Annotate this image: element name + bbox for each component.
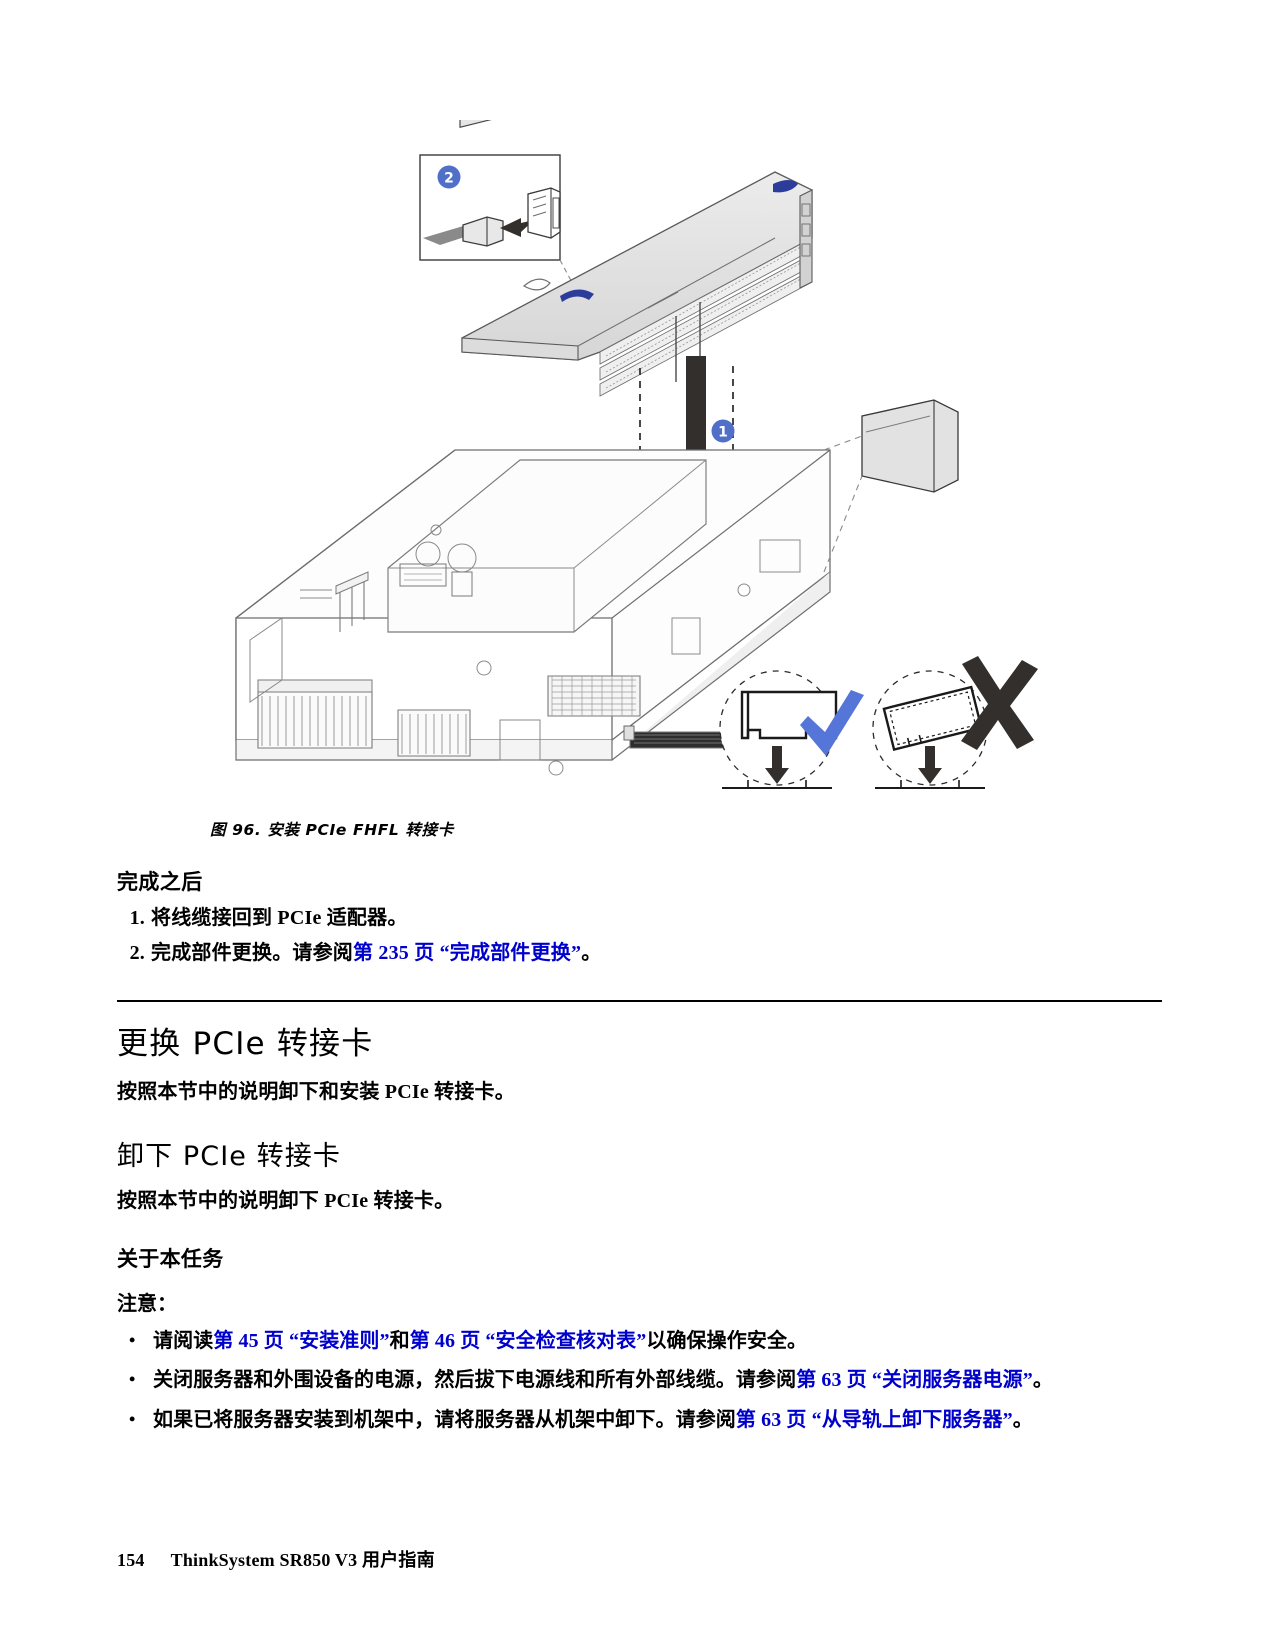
step-item: 2. 完成部件更换。请参阅第 235 页 “完成部件更换”。 <box>130 937 1162 969</box>
attention-label: 注意： <box>117 1292 177 1315</box>
server-installation-diagram: 2 <box>235 120 1038 789</box>
inline-text: 关闭服务器和外围设备的电源，然后拔下电源线和所有外部线缆。请参阅 <box>153 1369 797 1392</box>
riser-touch-point-lower <box>560 289 594 302</box>
step-number: 1. <box>129 907 145 929</box>
callout-badge-1-label: 1 <box>718 425 728 441</box>
footer-page-number: 154 <box>117 1550 145 1570</box>
inline-text: 请阅读 <box>153 1329 214 1352</box>
bullet-marker: • <box>129 1369 136 1390</box>
inline-text: 以确保操作安全。 <box>646 1329 808 1352</box>
inline-text: 如果已将服务器安装到机架中，请将服务器从机架中卸下。请参阅 <box>153 1408 736 1431</box>
cross-reference-link[interactable]: 第 45 页 “安装准则” <box>213 1329 390 1352</box>
after-you-finish-heading: 完成之后 <box>117 870 203 894</box>
inline-text: 和 <box>389 1329 410 1352</box>
step-text: 完成部件更换。请参阅 <box>151 942 353 965</box>
figure-illustration: 2 <box>0 120 1275 800</box>
about-task-heading: 关于本任务 <box>117 1246 224 1271</box>
bullet-text: 请阅读第 45 页 “安装准则”和第 46 页 “安全检查核对表”以确保操作安全… <box>153 1330 807 1352</box>
section-title: 卸下 PCIe 转接卡 <box>117 1140 341 1172</box>
server-chassis <box>235 449 831 776</box>
detail-correct <box>719 670 864 789</box>
step-item: 1. 将线缆接回到 PCIe 适配器。 <box>130 902 1162 934</box>
attention-bullet-list: • 请阅读第 45 页 “安装准则”和第 46 页 “安全检查核对表”以确保操作安… <box>117 1326 1162 1437</box>
check-icon <box>800 690 864 756</box>
after-you-finish-steps: 1. 将线缆接回到 PCIe 适配器。 2. 完成部件更换。请参阅第 235 页 “… <box>117 902 1162 970</box>
chapter-title: 更换 PCIe 转接卡 <box>117 1025 374 1062</box>
section-divider <box>117 999 1162 1002</box>
bullet-text: 如果已将服务器安装到机架中，请将服务器从机架中卸下。请参阅第 63 页 “从导轨… <box>153 1409 1033 1431</box>
bullet-item: • 如果已将服务器安装到机架中，请将服务器从机架中卸下。请参阅第 63 页 “从导… <box>129 1405 1162 1437</box>
riser-touch-point-upper <box>773 180 798 193</box>
callout-badge-1 <box>711 419 735 443</box>
step-number: 2. <box>129 942 145 965</box>
page-content: 完成之后 1. 将线缆接回到 PCIe 适配器。 2. 完成部件更换。请参阅第 23… <box>117 866 1162 1445</box>
callout-badge-2-label: 2 <box>444 171 454 187</box>
bullet-marker: • <box>129 1408 136 1429</box>
callout-badge-2 <box>437 165 461 189</box>
inline-text: 。 <box>1032 1369 1053 1392</box>
bullet-marker: • <box>129 1329 136 1350</box>
detail-incorrect <box>872 656 1038 789</box>
processor-heatsink <box>547 675 641 717</box>
step-text-tail: 。 <box>581 942 602 965</box>
inline-text: 。 <box>1012 1408 1033 1431</box>
cross-reference-link[interactable]: 第 46 页 “安全检查核对表” <box>409 1329 647 1352</box>
callout-inset-2: 2 <box>419 120 576 289</box>
pcie-riser-assembly <box>461 171 813 397</box>
memory-dimm-bank <box>257 679 373 749</box>
bullet-item: • 请阅读第 45 页 “安装准则”和第 46 页 “安全检查核对表”以确保操作安… <box>129 1326 1162 1358</box>
cross-icon <box>961 656 1038 750</box>
figure-caption: 图 96. 安装 PCIe FHFL 转接卡 <box>210 821 454 839</box>
pcie-card-part <box>823 399 959 573</box>
footer-document-title: ThinkSystem SR850 V3 用户指南 <box>170 1550 435 1570</box>
cross-reference-link[interactable]: 第 63 页 “关闭服务器电源” <box>796 1369 1033 1392</box>
cross-reference-link[interactable]: 第 235 页 “完成部件更换” <box>353 942 582 965</box>
chapter-intro: 按照本节中的说明卸下和安装 PCIe 转接卡。 <box>117 1080 515 1103</box>
bullet-text: 关闭服务器和外围设备的电源，然后拔下电源线和所有外部线缆。请参阅第 63 页 “… <box>153 1369 1053 1391</box>
bullet-item: • 关闭服务器和外围设备的电源，然后拔下电源线和所有外部线缆。请参阅第 63 页 … <box>129 1365 1162 1397</box>
riser-card-slots <box>599 237 813 397</box>
section-intro: 按照本节中的说明卸下 PCIe 转接卡。 <box>117 1189 455 1212</box>
cross-reference-link[interactable]: 第 63 页 “从导轨上卸下服务器” <box>735 1408 1013 1431</box>
step-text: 将线缆接回到 PCIe 适配器。 <box>151 907 408 929</box>
page-footer: 154 ThinkSystem SR850 V3 用户指南 <box>117 1546 435 1572</box>
